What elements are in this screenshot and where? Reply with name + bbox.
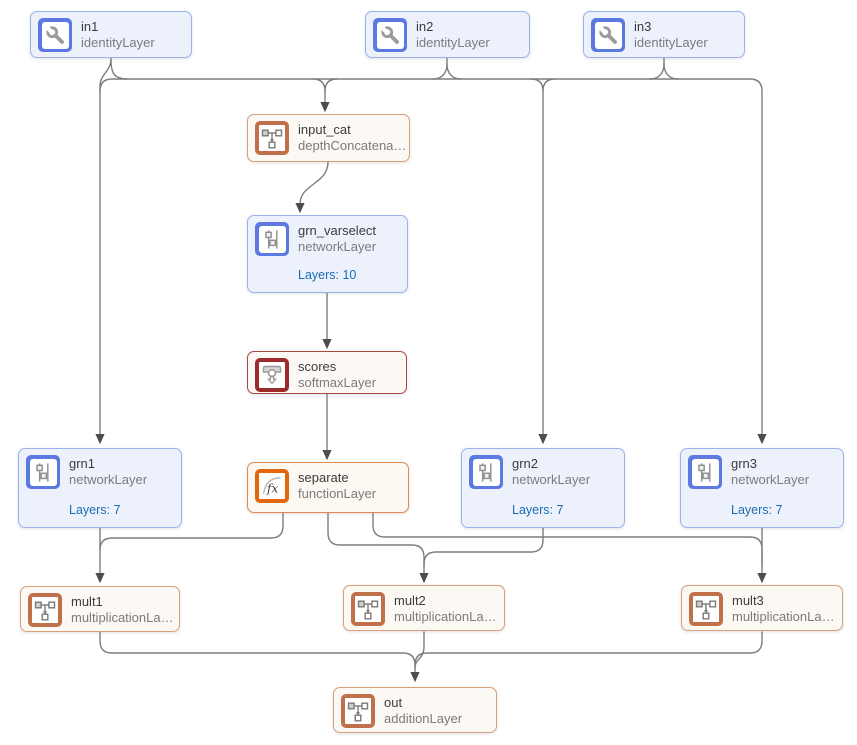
layer-name: mult2 (394, 592, 426, 608)
node-out[interactable]: out additionLayer (333, 687, 497, 733)
edge-in3-bus-left (649, 57, 665, 80)
edge-bus-inputcat (312, 78, 330, 113)
edge-mult2-out (414, 631, 425, 669)
layer-name: mult3 (732, 592, 764, 608)
wrench-icon (38, 18, 72, 52)
edge-in1-bus (110, 59, 128, 80)
layer-type: networkLayer (512, 471, 591, 487)
edge-bus-inputcat-shoulder (324, 78, 338, 92)
layer-name: grn1 (69, 455, 96, 471)
node-mult2[interactable]: mult2 multiplicationLa… (343, 585, 505, 631)
edge-in3-bus-right (663, 63, 679, 80)
layer-type: multiplicationLa… (732, 608, 835, 624)
node-separate[interactable]: fx separate functionLayer (247, 462, 409, 513)
node-in1[interactable]: in1 identityLayer (30, 11, 192, 58)
edge-separate-mult1 (99, 512, 284, 551)
network-icon (255, 222, 289, 256)
node-in3[interactable]: in3 identityLayer (583, 11, 745, 58)
combine-icon (255, 121, 289, 155)
edge-bus-grn2 (530, 78, 548, 445)
svg-text:fx: fx (266, 482, 278, 496)
edge-bus-grn2-shoulder (542, 78, 556, 92)
layer-name: out (384, 694, 403, 710)
wrench-icon (591, 18, 625, 52)
layer-type: depthConcatena… (298, 137, 407, 153)
layer-name: in1 (81, 18, 99, 34)
layer-type: softmaxLayer (298, 374, 377, 390)
edge-mult1-out (99, 631, 420, 683)
layer-type: identityLayer (634, 34, 708, 50)
layer-name: separate (298, 469, 349, 485)
network-icon (469, 455, 503, 489)
layer-name: input_cat (298, 121, 351, 137)
layer-type: additionLayer (384, 710, 463, 726)
node-in2[interactable]: in2 identityLayer (365, 11, 530, 58)
combine-icon (689, 592, 723, 626)
edge-bus-grn3 (99, 78, 767, 445)
edge-grn2-mult2 (419, 527, 544, 584)
layers-count-label: Layers: 10 (298, 268, 357, 282)
node-scores[interactable]: scores softmaxLayer (247, 351, 407, 394)
layers-count-label: Layers: 7 (731, 503, 783, 517)
layer-name: grn2 (512, 455, 539, 471)
layer-name: grn_varselect (298, 222, 377, 238)
layer-type: identityLayer (81, 34, 155, 50)
network-icon (688, 455, 722, 489)
layer-name: scores (298, 358, 337, 374)
layer-name: in2 (416, 18, 434, 34)
layer-name: mult1 (71, 593, 103, 609)
node-grn_varselect[interactable]: grn_varselect networkLayer Layers: 10 (247, 215, 408, 293)
fx-icon: fx (255, 469, 289, 503)
wrench-icon (373, 18, 407, 52)
edge-mult3-out (414, 631, 763, 666)
node-mult3[interactable]: mult3 multiplicationLa… (681, 585, 843, 631)
layer-type: multiplicationLa… (71, 609, 174, 625)
edge-in2-bus-left (432, 57, 448, 80)
network-icon (26, 455, 60, 489)
node-input_cat[interactable]: input_cat depthConcatena… (247, 114, 410, 162)
softmax-icon (255, 358, 289, 392)
edge-separate-mult2 (327, 512, 425, 568)
layer-type: networkLayer (298, 238, 377, 254)
layers-count-label: Layers: 7 (512, 503, 564, 517)
layer-type: identityLayer (416, 34, 490, 50)
combine-icon (351, 592, 385, 626)
layer-name: in3 (634, 18, 652, 34)
layer-name: grn3 (731, 455, 758, 471)
edge-in2-bus-right (446, 63, 462, 80)
edge-in1-grn1 (95, 57, 112, 445)
node-grn1[interactable]: grn1 networkLayer Layers: 7 (18, 448, 182, 528)
node-grn3[interactable]: grn3 networkLayer Layers: 7 (680, 448, 844, 528)
node-mult1[interactable]: mult1 multiplicationLa… (20, 586, 180, 632)
layer-type: networkLayer (731, 471, 810, 487)
layers-count-label: Layers: 7 (69, 503, 121, 517)
combine-icon (28, 593, 62, 627)
edge-inputcat-grnvarselect (295, 161, 329, 214)
layer-type: multiplicationLa… (394, 608, 497, 624)
layer-type: functionLayer (298, 485, 377, 501)
combine-icon (341, 694, 375, 728)
layer-type: networkLayer (69, 471, 148, 487)
node-grn2[interactable]: grn2 networkLayer Layers: 7 (461, 448, 625, 528)
